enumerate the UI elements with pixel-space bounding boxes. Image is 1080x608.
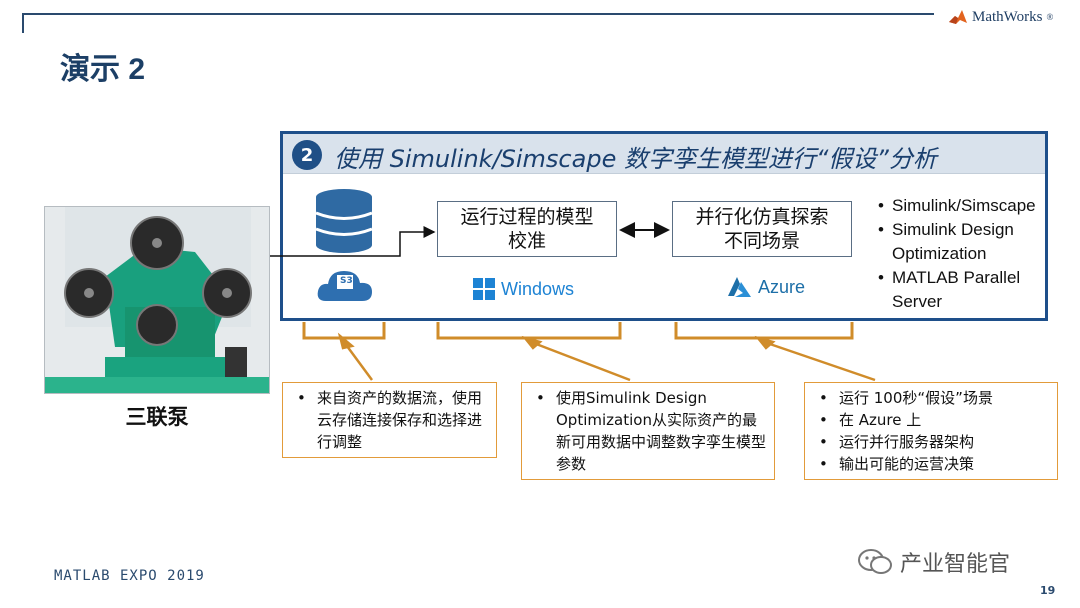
photo-caption: 三联泵	[125, 405, 189, 429]
event-footer: MATLAB EXPO 2019	[54, 568, 205, 584]
page-title: 演示 2	[60, 53, 146, 86]
parallel-simulation-line2: 不同场景	[723, 230, 800, 252]
panel-header	[283, 134, 1045, 174]
windows-logo-icon	[473, 278, 495, 300]
step-number-badge: 2	[292, 140, 322, 170]
page-number: 19	[1040, 584, 1056, 597]
azure-logo-icon	[728, 277, 751, 297]
orange-brackets	[302, 322, 854, 340]
pump-photo	[44, 206, 270, 394]
note-item: 来自资产的数据流，使用云存储连接保存和选择进行调整	[291, 387, 488, 453]
note-item: 使用Simulink Design Optimization从实际资产的最新可用…	[530, 387, 766, 475]
panel-title: 使用 Simulink/Simscape 数字孪生模型进行“假设”分析	[334, 145, 937, 173]
database-icon	[314, 188, 374, 258]
model-calibration-box: 运行过程的模型 校准	[437, 201, 617, 257]
header-rule	[22, 13, 934, 15]
note-item: 输出可能的运营决策	[813, 453, 1049, 475]
membrane-logo-icon	[949, 10, 967, 24]
wechat-icon	[858, 549, 892, 574]
tool-item: Simulink Design Optimization	[876, 218, 1044, 266]
note-what-if-scenarios: 运行 100秒“假设”场景 在 Azure 上 运行并行服务器架构 输出可能的运…	[804, 382, 1058, 480]
brand-name: MathWorks	[972, 8, 1043, 25]
note-data-streaming: 来自资产的数据流，使用云存储连接保存和选择进行调整	[282, 382, 497, 458]
model-calibration-line2: 校准	[507, 230, 546, 252]
cloud-storage-icon: S3	[316, 265, 374, 309]
tools-list: Simulink/Simscape Simulink Design Optimi…	[876, 194, 1044, 314]
model-calibration-line1: 运行过程的模型	[460, 206, 594, 228]
parallel-simulation-box: 并行化仿真探索 不同场景	[672, 201, 852, 257]
windows-label: Windows	[501, 278, 575, 299]
bracket-pointers	[337, 332, 876, 382]
header-rule-tick	[22, 13, 24, 33]
wechat-watermark: 产业智能官	[858, 546, 1010, 578]
windows-platform: Windows	[473, 278, 574, 300]
tool-item: Simulink/Simscape	[876, 194, 1044, 218]
brand-registered-mark: ®	[1046, 12, 1054, 22]
azure-label: Azure	[758, 276, 806, 297]
note-item: 运行并行服务器架构	[813, 431, 1049, 453]
compressor-pump-photo	[45, 207, 269, 393]
s3-label: S3	[340, 276, 353, 286]
mathworks-logo: MathWorks®	[948, 6, 1053, 28]
note-item: 运行 100秒“假设”场景	[813, 387, 1049, 409]
azure-platform: Azure	[726, 276, 805, 298]
note-parameter-tuning: 使用Simulink Design Optimization从实际资产的最新可用…	[521, 382, 775, 480]
parallel-simulation-line1: 并行化仿真探索	[695, 206, 829, 228]
note-item: 在 Azure 上	[813, 409, 1049, 431]
tool-item: MATLAB Parallel Server	[876, 266, 1044, 314]
watermark-text: 产业智能官	[900, 552, 1011, 577]
data-flow-arrow	[270, 226, 436, 257]
